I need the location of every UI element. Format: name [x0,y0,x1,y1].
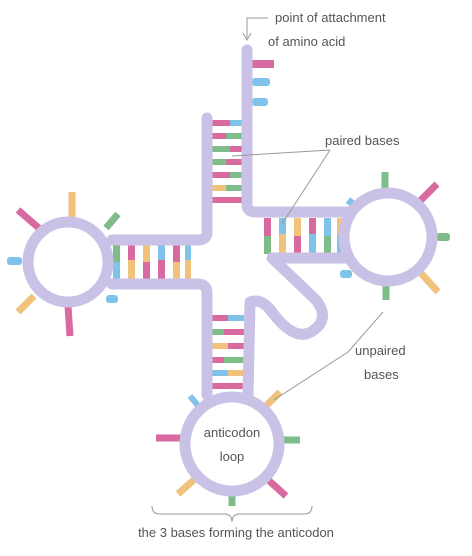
attachment-label-line1: point of attachment [275,10,386,25]
paired-bases-label: paired bases [325,133,400,148]
attachment-label-line2: of amino acid [268,34,346,49]
anticodon-stem-base-pairs [210,315,244,389]
unpaired-bases-label-line1: unpaired [355,343,406,358]
acceptor-overhang-bases [252,60,274,106]
d-arm-base-pairs [113,244,191,280]
trna-backbone [106,44,356,401]
d-loop-unpaired-bases [7,192,121,337]
t-loop [338,187,438,287]
anticodon-bases-label: the 3 bases forming the anticodon [138,525,334,540]
anticodon-loop-label-line1: anticodon [203,425,261,440]
unpaired-bases-label-line2: bases [364,367,399,382]
acceptor-stem-base-pairs [212,120,244,203]
label-pointers [151,17,384,523]
d-loop [22,216,114,308]
anticodon-loop [179,391,285,497]
anticodon-loop-label-line2: loop [219,449,245,464]
t-arm-base-pairs [264,218,343,254]
